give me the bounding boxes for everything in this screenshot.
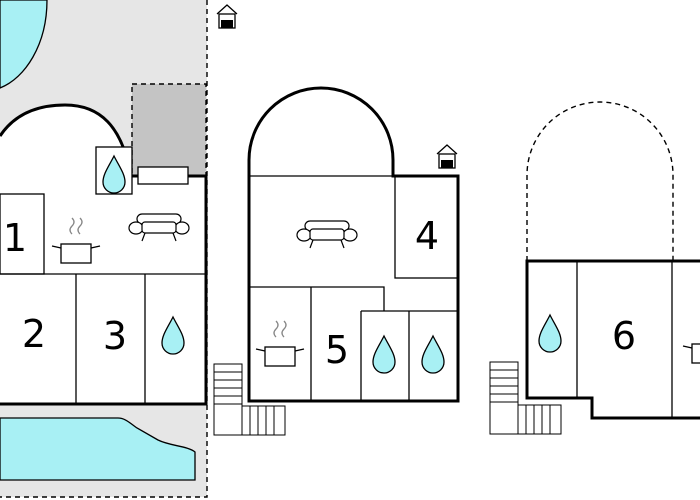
room-number-4: 4 — [415, 214, 439, 258]
fireplace-icon — [436, 144, 458, 169]
stairs-icon — [213, 363, 286, 436]
room-number-2: 2 — [22, 312, 46, 356]
pool-bottom — [0, 417, 196, 481]
counter — [137, 166, 189, 185]
exterior-wall — [247, 86, 460, 403]
room-number-6: 6 — [612, 314, 636, 358]
main-floor — [527, 261, 700, 418]
stairs-icon — [489, 361, 562, 435]
room-number-5: 5 — [325, 328, 349, 372]
terrace-area — [526, 101, 674, 261]
pool-top — [0, 0, 48, 89]
wall-divider — [249, 286, 385, 311]
middle-unit: 4 5 — [213, 86, 460, 436]
room-number-3: 3 — [103, 314, 127, 358]
right-unit: 6 — [489, 101, 700, 435]
carport-area — [132, 84, 206, 176]
room-4-wall — [394, 175, 459, 279]
dome-room — [249, 88, 393, 176]
exterior-wall — [525, 259, 700, 420]
main-floor — [0, 176, 207, 404]
fireplace-icon — [216, 4, 238, 29]
terrace-boundary — [0, 0, 208, 498]
room-number-1: 1 — [3, 216, 27, 260]
left-unit: 1 2 3 — [0, 0, 238, 498]
